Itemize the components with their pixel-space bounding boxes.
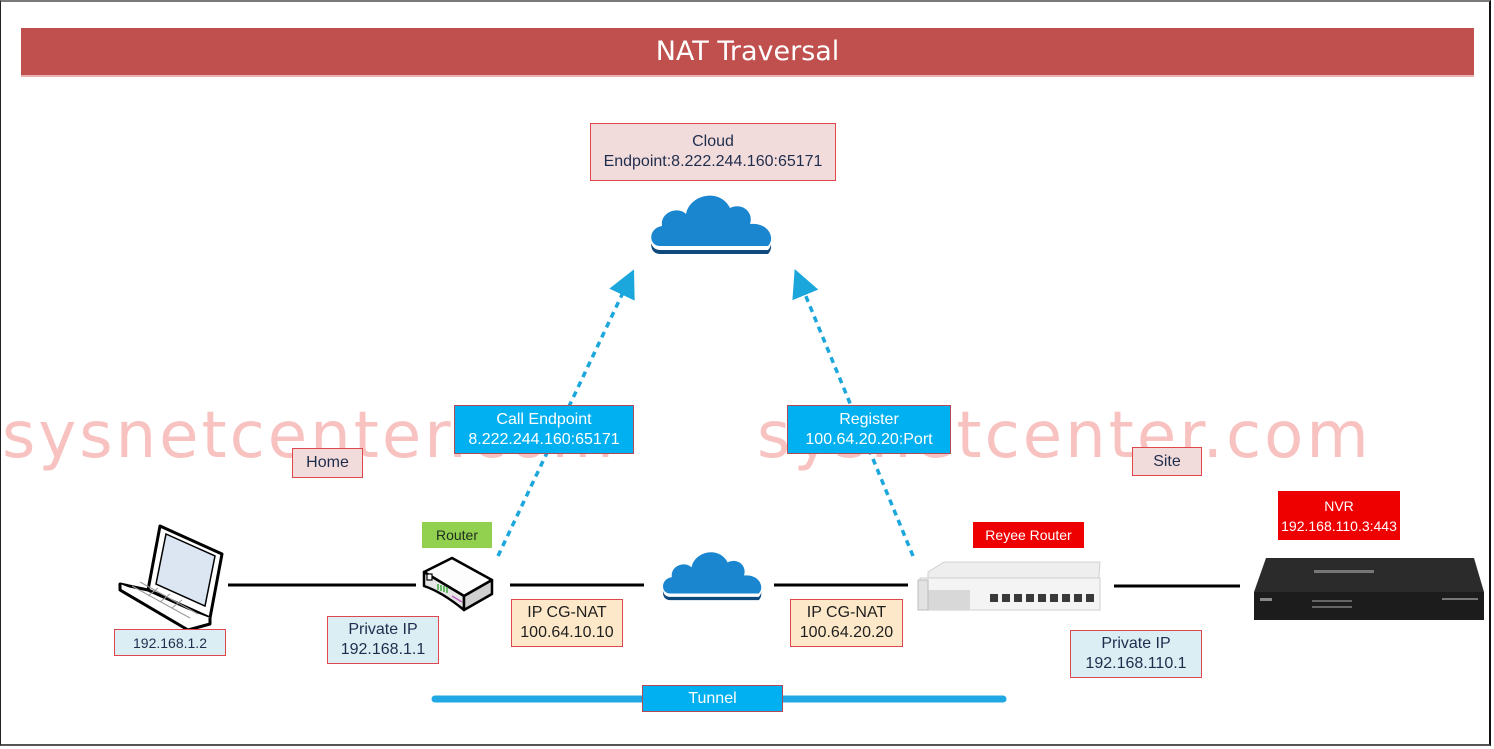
home-private-ip-label: Private IP 192.168.1.1	[327, 616, 439, 664]
cloud-endpoint-label: Cloud Endpoint:8.222.244.160:65171	[590, 123, 836, 181]
call-endpoint-label: Call Endpoint 8.222.244.160:65171	[454, 405, 634, 454]
remote-site-label: Site	[1132, 447, 1202, 476]
internet-cloud-icon	[651, 195, 772, 254]
reyee-router-label: Reyee Router	[973, 522, 1084, 548]
nvr-label-title: NVR	[1324, 497, 1354, 514]
home-cgnat-label: IP CG-NAT 100.64.10.10	[511, 599, 623, 647]
home-router-label: Router	[422, 522, 492, 548]
call-endpoint-address: 8.222.244.160:65171	[468, 430, 620, 448]
cloud-label-title: Cloud	[692, 133, 734, 150]
site-cgnat-label: IP CG-NAT 100.64.20.20	[790, 599, 903, 647]
nvr-label-address: 192.168.110.3:443	[1281, 517, 1397, 534]
register-address: 100.64.20.20:Port	[805, 430, 933, 448]
laptop-icon	[118, 524, 224, 632]
nvr-device-icon	[1254, 558, 1484, 620]
laptop-ip-label: 192.168.1.2	[114, 629, 226, 656]
home-site-label: Home	[292, 448, 363, 478]
reyee-router-icon	[917, 561, 1101, 611]
site-private-ip-address: 192.168.110.1	[1085, 655, 1187, 672]
register-label: Register 100.64.20.20:Port	[787, 405, 951, 454]
tunnel-label: Tunnel	[642, 685, 783, 712]
diagram-title: NAT Traversal	[21, 28, 1474, 77]
home-private-ip-title: Private IP	[348, 621, 418, 638]
call-endpoint-title: Call Endpoint	[496, 410, 592, 428]
register-title: Register	[839, 410, 899, 428]
site-cgnat-title: IP CG-NAT	[806, 604, 887, 621]
nvr-label: NVR 192.168.110.3:443	[1278, 491, 1400, 540]
wan-cloud-icon	[663, 552, 762, 601]
home-private-ip-address: 192.168.1.1	[340, 641, 426, 658]
home-cgnat-address: 100.64.10.10	[520, 624, 614, 641]
site-cgnat-address: 100.64.20.20	[799, 624, 894, 641]
cloud-label-endpoint: Endpoint:8.222.244.160:65171	[603, 153, 823, 170]
site-private-ip-title: Private IP	[1101, 635, 1171, 652]
home-cgnat-title: IP CG-NAT	[527, 604, 607, 621]
site-private-ip-label: Private IP 192.168.110.1	[1070, 630, 1202, 678]
home-router-icon	[422, 556, 494, 612]
